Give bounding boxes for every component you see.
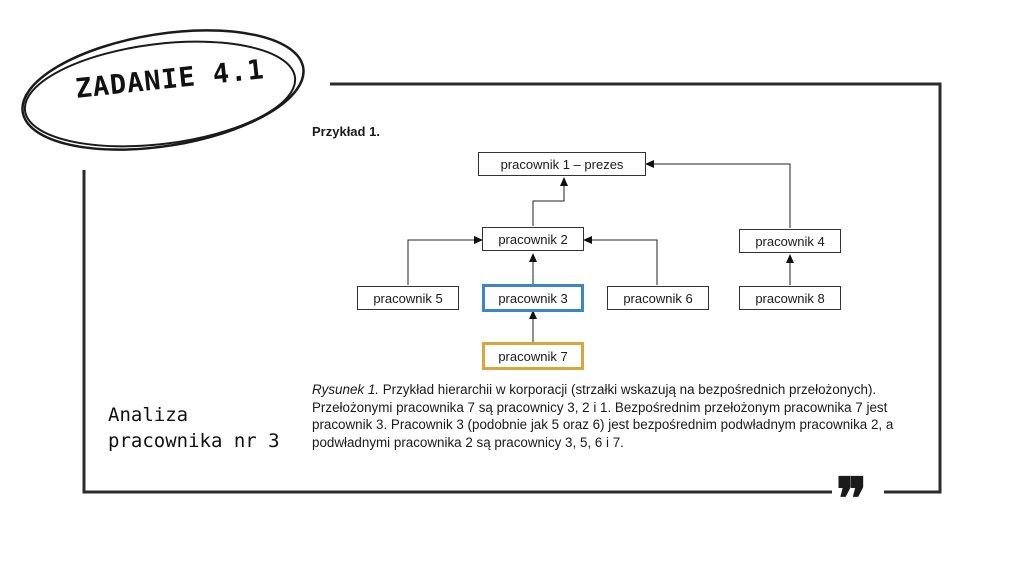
- node-pracownik-1: pracownik 1 – prezes: [478, 152, 646, 176]
- node-pracownik-2: pracownik 2: [482, 227, 584, 251]
- caption-figure-label: Rysunek 1.: [312, 382, 379, 397]
- caption-figure-line: Rysunek 1. Przykład hierarchii w korpora…: [312, 381, 932, 399]
- edge-n6-n2: [583, 236, 658, 285]
- figure-caption: Rysunek 1. Przykład hierarchii w korpora…: [312, 381, 932, 451]
- node-pracownik-6: pracownik 6: [607, 286, 709, 310]
- edge-n2-n1: [532, 177, 568, 226]
- caption-paragraph: Przełożonymi pracownika 7 są pracownicy …: [312, 399, 894, 450]
- analysis-label: Analiza pracownika nr 3: [108, 404, 280, 452]
- badge-ellipse-outer: [21, 29, 305, 151]
- frame-bottom-left: [82, 170, 832, 494]
- example-title: Przykład 1.: [312, 124, 380, 139]
- node-pracownik-3: pracownik 3: [482, 284, 584, 312]
- frame-top-right: [330, 82, 942, 494]
- edge-n4-n1: [645, 160, 791, 228]
- badge-ellipse-inner: [23, 40, 297, 148]
- node-pracownik-4: pracownik 4: [739, 229, 841, 253]
- quote-icon: ❞: [836, 465, 867, 533]
- edge-n5-n2: [407, 236, 483, 285]
- caption-figure-text: Przykład hierarchii w korporacji (strzał…: [379, 382, 877, 397]
- node-pracownik-7: pracownik 7: [482, 342, 584, 370]
- node-pracownik-8: pracownik 8: [739, 286, 841, 310]
- node-pracownik-5: pracownik 5: [357, 286, 459, 310]
